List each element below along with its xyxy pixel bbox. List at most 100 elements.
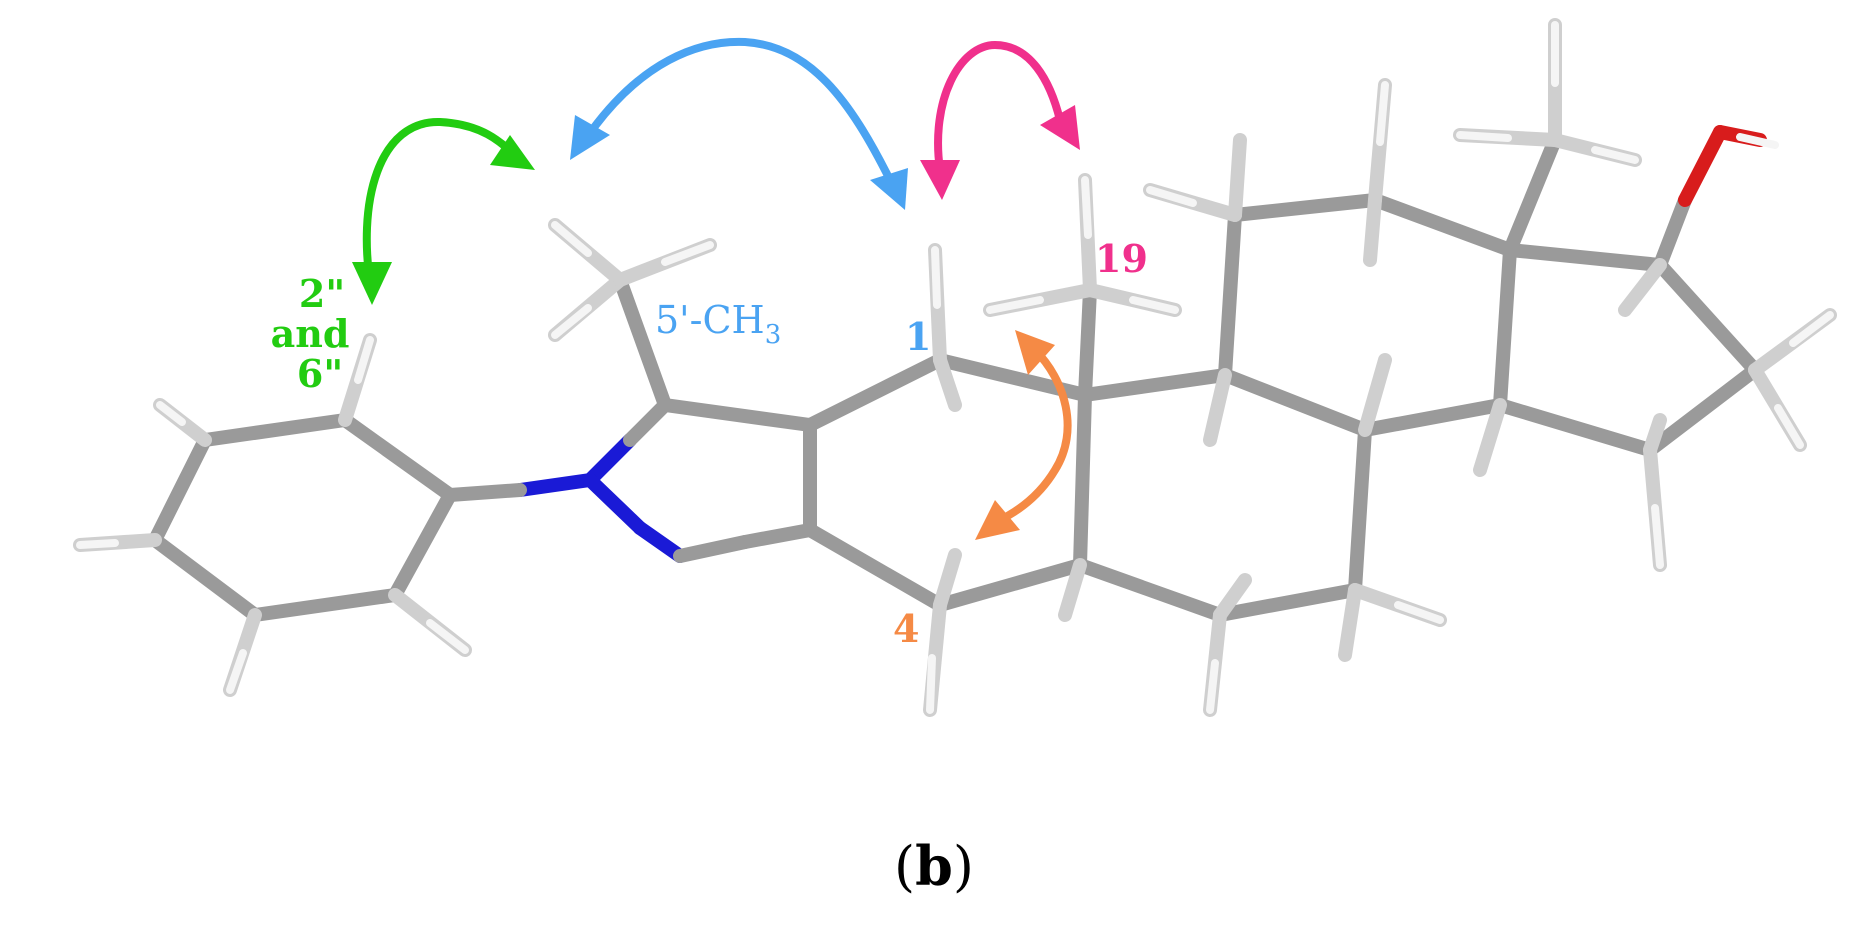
h-atom	[551, 304, 592, 339]
bond	[1678, 125, 1727, 207]
bond	[1218, 208, 1242, 382]
h-atom	[1651, 504, 1664, 569]
h-atom	[1736, 133, 1779, 149]
blue-noe-arrow	[581, 37, 894, 184]
bond	[388, 488, 457, 602]
atom-labels: 2" and 6" 5'-CH3 1 19 4	[271, 236, 1148, 651]
bond	[673, 535, 752, 563]
h-atom	[661, 241, 714, 266]
bond	[1493, 398, 1657, 457]
panel-caption: (b)	[894, 834, 974, 898]
h-atom	[986, 296, 1044, 314]
bond	[1358, 398, 1507, 437]
bond	[1348, 423, 1372, 597]
h-atom	[1129, 296, 1179, 314]
orange-arrowhead-icon	[975, 500, 1020, 540]
bond	[933, 353, 962, 412]
green-arrowhead-icon	[352, 262, 392, 305]
label-4: 4	[893, 606, 919, 651]
bond	[1228, 193, 1382, 222]
label-and: and	[271, 311, 350, 356]
bond	[1218, 368, 1372, 437]
bond	[1358, 353, 1392, 437]
noe-arrows	[352, 37, 1080, 540]
bond	[443, 483, 527, 502]
carbon-bonds	[148, 133, 1762, 622]
bond	[1073, 388, 1092, 572]
bond	[613, 273, 672, 412]
bond	[1203, 368, 1232, 447]
bond	[1363, 193, 1382, 267]
bond	[583, 433, 637, 487]
label-6pp: 6"	[297, 351, 343, 396]
bond	[1213, 573, 1252, 622]
pink-arrowhead-icon	[920, 160, 960, 200]
green-arrowhead-icon	[490, 135, 535, 170]
bond	[803, 353, 947, 432]
bond	[933, 558, 1087, 612]
carbon-n-bonds	[443, 398, 817, 563]
bond	[1078, 368, 1232, 402]
h-atom	[1774, 404, 1804, 449]
orange-arrowhead-icon	[1015, 330, 1055, 375]
h-atom	[1376, 81, 1389, 146]
bond	[933, 548, 962, 612]
blue-arrowhead-icon	[870, 168, 908, 210]
bond	[1078, 283, 1097, 402]
bond	[583, 473, 647, 535]
bond	[1213, 583, 1362, 622]
label-5-methyl-sub: 3	[765, 320, 782, 350]
bond	[338, 413, 457, 502]
caption-letter: b	[915, 834, 953, 898]
bond	[198, 413, 352, 447]
bond	[148, 533, 262, 622]
bond	[1368, 193, 1517, 257]
bond	[1058, 558, 1087, 622]
h-atom	[1081, 176, 1092, 239]
h-atom	[1206, 659, 1219, 714]
bond	[633, 521, 687, 563]
bond	[1073, 558, 1227, 622]
h-atom	[1789, 311, 1834, 347]
pink-arrowhead-icon	[1040, 105, 1080, 150]
blue-arrowhead-icon	[570, 115, 610, 160]
h-atom	[156, 401, 186, 426]
bond	[1503, 133, 1562, 257]
pink-noe-arrow	[934, 40, 1064, 174]
bond	[1618, 258, 1667, 317]
h-atom	[226, 649, 247, 694]
h-atom	[1394, 601, 1444, 624]
bond	[1473, 398, 1507, 477]
green-noe-arrow	[362, 117, 524, 299]
label-5-methyl-main: 5'-CH	[655, 298, 765, 342]
h-atom	[926, 654, 936, 714]
h-atom	[551, 221, 592, 257]
bond	[1643, 413, 1667, 457]
bond	[1503, 243, 1667, 272]
h-atom	[354, 336, 374, 384]
nitrogen-bonds	[513, 433, 687, 563]
bond	[1653, 258, 1762, 377]
label-1: 1	[905, 314, 931, 359]
bond	[513, 473, 597, 497]
bond	[248, 588, 402, 622]
h-atom	[931, 246, 941, 309]
bond	[623, 398, 672, 447]
label-5-methyl: 5'-CH3	[655, 298, 781, 350]
caption-close: )	[953, 835, 974, 898]
orange-noe-arrow	[996, 346, 1072, 524]
caption-open: (	[894, 835, 915, 898]
h-atom	[76, 539, 119, 549]
label-19: 19	[1095, 236, 1148, 281]
bond	[1228, 133, 1247, 222]
bond	[803, 523, 947, 612]
label-2pp: 2"	[299, 271, 345, 316]
bond	[1653, 193, 1692, 272]
h-atom	[426, 619, 469, 654]
h-atom	[1591, 146, 1639, 164]
bond	[1338, 583, 1362, 662]
bond	[1643, 363, 1762, 457]
bond	[658, 398, 817, 432]
